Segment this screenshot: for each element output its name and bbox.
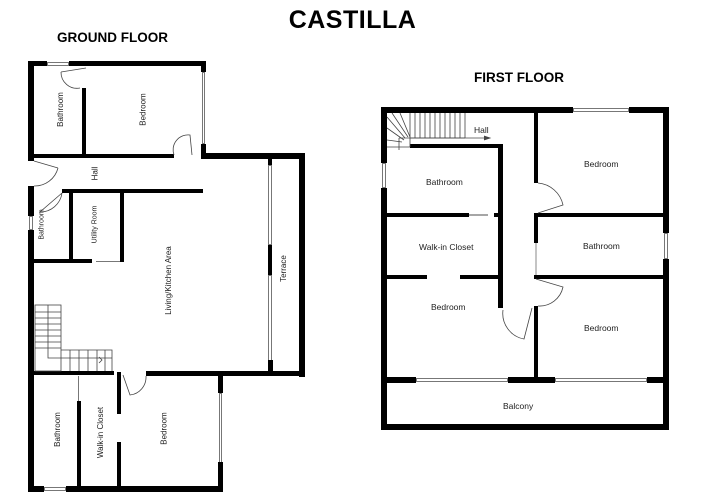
wall (299, 153, 305, 377)
room-label-walk-in-closet: Walk-in Closet (419, 242, 474, 252)
wall (381, 107, 387, 163)
sliding-door (555, 378, 647, 382)
wall (534, 306, 538, 380)
window (202, 72, 205, 144)
wall (218, 462, 223, 492)
wall (381, 107, 573, 113)
wall (629, 107, 669, 113)
wall (647, 377, 669, 383)
wall (460, 275, 500, 279)
wall (28, 61, 47, 66)
wall (381, 424, 669, 430)
wall (34, 259, 92, 263)
wall (34, 371, 114, 375)
room-label-bathroom: Bathroom (426, 177, 463, 187)
room-label-bedroom: Bedroom (584, 159, 619, 169)
wall (534, 113, 538, 183)
wall (146, 371, 304, 376)
wall (28, 486, 44, 492)
wall (534, 213, 538, 243)
sliding-door (268, 165, 272, 245)
window (382, 163, 386, 188)
room-label-balcony: Balcony (503, 401, 534, 411)
wall (268, 245, 272, 275)
wall (28, 186, 34, 216)
wall (381, 188, 387, 430)
wall (69, 61, 206, 66)
wall (201, 61, 206, 72)
wall (663, 259, 669, 430)
wall (201, 144, 206, 158)
wall (387, 275, 427, 279)
wall (28, 230, 34, 492)
wall (62, 189, 203, 193)
wall (534, 275, 666, 279)
window (47, 62, 69, 66)
window (29, 216, 33, 230)
wall (381, 377, 416, 383)
window (44, 487, 66, 491)
wall (387, 213, 469, 217)
room-label-bedroom: Bedroom (431, 302, 466, 312)
room-label-bedroom: Bedroom (584, 323, 619, 333)
wall (69, 189, 73, 261)
window (573, 108, 629, 112)
wall (66, 486, 223, 492)
wall (77, 401, 81, 487)
wall (268, 360, 273, 372)
ground-floor-heading: GROUND FLOOR (57, 30, 168, 45)
wall (82, 88, 86, 156)
wall (494, 213, 500, 217)
wall (534, 213, 666, 217)
wall (268, 153, 272, 165)
wall (498, 144, 503, 308)
sliding-door (96, 260, 120, 262)
wall (28, 61, 34, 161)
sliding-door (78, 376, 80, 401)
wall (117, 372, 121, 414)
wall (201, 153, 305, 159)
plan-title: CASTILLA (288, 6, 417, 34)
wall (410, 144, 503, 148)
room-label-bathroom: Bathroom (583, 241, 620, 251)
door-swing (60, 67, 87, 89)
room-label-hall: Hall (474, 125, 489, 135)
wall (117, 442, 121, 488)
window (664, 233, 668, 259)
sliding-door (416, 378, 508, 382)
wall (508, 377, 555, 383)
wall (34, 154, 174, 158)
wall (120, 189, 124, 262)
first-floor-heading: FIRST FLOOR (474, 70, 564, 85)
wall (218, 371, 223, 393)
wall (663, 107, 669, 233)
